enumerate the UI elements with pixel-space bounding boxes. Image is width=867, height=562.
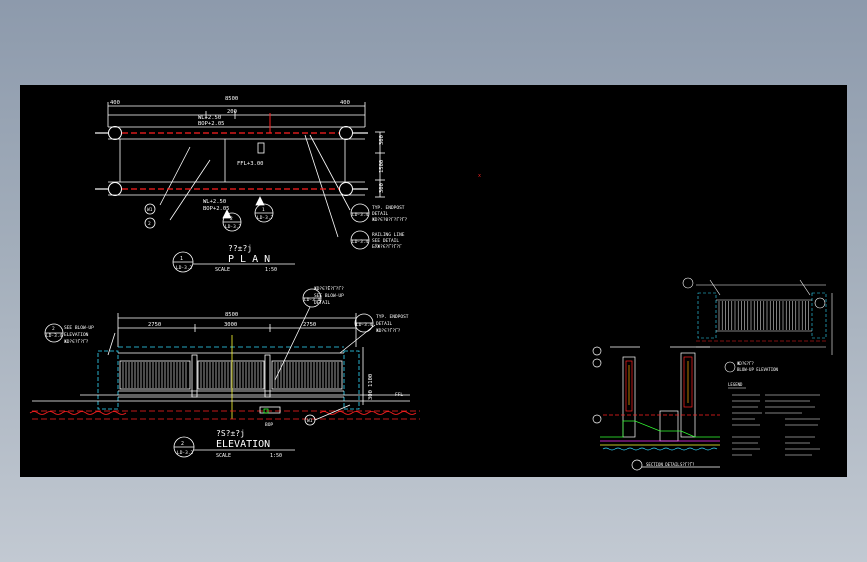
plan-callout2-l3: БЎЖ?Є?Ґ?Ґ?Г (372, 243, 402, 250)
plan-annotations: 8500 400 200 400 300 1500 300 WL+2.50 BO… (110, 96, 385, 212)
plan-dim-mid: 200 (227, 109, 237, 115)
elev-scale-label: SCALE (216, 453, 231, 459)
plan-railing-lines (95, 132, 368, 190)
plan-ffl: FFL+3.00 (237, 161, 264, 167)
elev-blowup1-ref: LD-3.4 (304, 297, 321, 303)
elev-scale: 1:50 (270, 453, 282, 459)
elev-title: ELEVATION (216, 439, 270, 450)
plan-posts (108, 126, 353, 196)
elev-see-ref: LD-3.4 (46, 333, 63, 339)
plan-title-text: 1 LD-3.2 ??±?ј P L A N SCALE 1:50 (176, 244, 277, 273)
plan-tag-w1: W1 (147, 207, 153, 213)
cad-drawing[interactable]: 8500 400 200 400 300 1500 300 WL+2.50 BO… (20, 85, 847, 477)
plan-callout1-ref: LD-3.4 (352, 212, 369, 218)
plan-scale-label: SCALE (215, 267, 230, 273)
elevation-title-text: 2 LD-3.2 ?Ѕ?±?ј ELEVATION SCALE 1:50 (177, 429, 282, 459)
plan-title-num: 1 (180, 256, 183, 262)
section-title: SECTION DETAIL (646, 462, 680, 467)
plan-dim-r3: 300 (379, 183, 385, 193)
plan-title-cn: ??±?ј (228, 244, 252, 253)
plan-callout2-l2: SEE DETAIL (372, 238, 399, 244)
plan-dim-right: 400 (340, 100, 350, 106)
plan-dim-r2: 1500 (379, 160, 385, 173)
plan-callout1-l3: ЖD?Є?0?Г?Ґ?Ґ? (372, 216, 408, 223)
section-cn: Ѕ?Г?Ґ? (680, 462, 695, 467)
elevation-railing (29, 335, 420, 420)
plan-sec-num-1: 1 (262, 207, 265, 213)
elevation-balusters (122, 362, 339, 388)
plan-wl-top: WL+2.50 (198, 115, 221, 121)
plan-title-ref: LD-3.2 (176, 265, 193, 271)
legend-title: LEGEND (728, 382, 743, 387)
plan-bop-bot: BOP+2.05 (203, 206, 230, 212)
plan-marker-labels: W1 2 2 LD-3.7 1 LD-3.7 LD-3.4 LD-3.4 TYP… (147, 205, 408, 250)
elev-blowup1-l1: ЖD?Є?Ё?Ґ?Ґ? (314, 285, 344, 292)
elev-dim-a: 2750 (148, 322, 161, 328)
plan-callout1-l2: DETAIL (372, 211, 389, 217)
plan-wl-bot: WL+2.50 (203, 199, 226, 205)
elev-dim-c: 2750 (303, 322, 316, 328)
elev-ffl: FFL (395, 392, 403, 398)
elev-dim-h1: 1100 (368, 374, 374, 387)
blowup-balusters (718, 301, 809, 330)
elev-see-l3: ЖD?Є?Ґ?Ґ? (64, 338, 89, 345)
elev-endpost-l1: TYP. ENDPOST (376, 314, 409, 320)
blowup-cn: ЖD?Є?Ґ? (737, 361, 754, 366)
elev-endpost-l2: DETAIL (376, 321, 393, 327)
plan-markers (144, 196, 370, 250)
section-labels: SECTION DETAIL Ѕ?Г?Ґ? (646, 462, 695, 467)
elev-endpost-l3: ЖD?Є?Ґ?Ґ? (376, 327, 401, 334)
elev-bop: BOP (265, 422, 273, 428)
elev-blowup1-l2: SEE BLOW-UP (314, 293, 344, 299)
elev-title-num: 2 (181, 441, 184, 447)
elev-see-l2: ELEVATION (64, 332, 89, 338)
blowup-elevation (682, 277, 833, 373)
cad-viewport[interactable]: 8500 400 200 400 300 1500 300 WL+2.50 BO… (20, 85, 847, 477)
elev-dim-total: 8500 (225, 312, 238, 318)
plan-tag-2: 2 (148, 221, 151, 227)
plan-sec-ref-1: LD-3.7 (257, 215, 274, 221)
plan-dim-r1: 300 (379, 135, 385, 145)
plan-scale: 1:50 (265, 267, 277, 273)
elev-endpost-ref: LD-3.4 (356, 322, 373, 328)
plan-sec-ref-2: LD-3.7 (225, 224, 242, 230)
elev-blowup1-l3: DETAIL (314, 300, 331, 306)
plan-title: P L A N (228, 254, 270, 265)
plan-dim-left: 400 (110, 100, 120, 106)
plan-sec-num-2: 2 (230, 216, 233, 222)
elev-see-l1: SEE BLOW-UP (64, 325, 94, 331)
legend (728, 387, 820, 456)
section-detail (592, 346, 720, 471)
plan-title-block (172, 251, 295, 273)
origin-marker: x (478, 173, 481, 179)
plan-callout2-ref: LD-3.4 (352, 239, 369, 245)
elev-tag-w1: W1 (307, 418, 313, 424)
elev-dim-b: 3000 (224, 322, 237, 328)
elev-title-ref: LD-3.2 (177, 450, 194, 456)
plan-view (107, 102, 385, 238)
elev-see-num: 2 (52, 326, 55, 332)
elevation-leaders (44, 288, 376, 426)
elevation-annotations: ЖD?Є?Ё?Ґ?Ґ? SEE BLOW-UP DETAIL LD-3.4 SE… (46, 285, 409, 428)
blowup-title: BLOW-UP ELEVATION (737, 367, 779, 372)
plan-callout1-l1: TYP. ENDPOST (372, 205, 405, 211)
plan-bop-top: BOP+2.05 (198, 121, 225, 127)
plan-callout2-l1: RAILING LINE (372, 232, 405, 238)
elev-title-cn: ?Ѕ?±?ј (216, 429, 245, 438)
blowup-labels: ЖD?Є?Ґ? BLOW-UP ELEVATION (737, 361, 779, 372)
plan-dim-top: 8500 (225, 96, 238, 102)
elevation-title-block (173, 436, 295, 458)
